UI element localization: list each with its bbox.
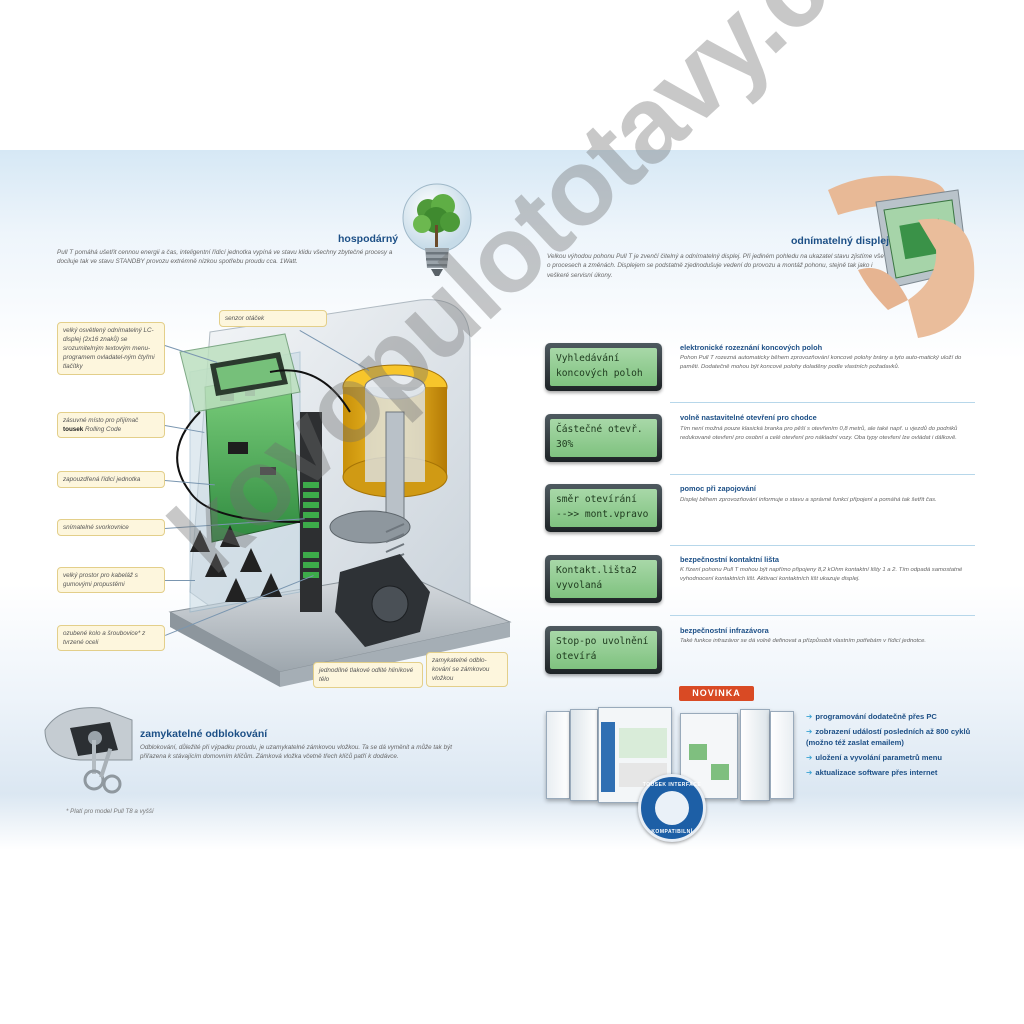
screen-content	[711, 764, 729, 780]
feature-title-1: elektronické rozeznání koncových poloh	[680, 343, 823, 352]
software-screen	[770, 711, 794, 799]
hands-holding-display-icon	[828, 175, 975, 338]
gate-motor-cutaway-illustration	[168, 299, 512, 687]
lcd-feature-2: Částečné otevř.30%	[545, 414, 662, 462]
leader-line	[165, 580, 195, 581]
callout-speed-sensor: senzor otáček	[219, 310, 327, 327]
callout-terminal-blocks: snímatelné svorkovnice	[57, 519, 165, 536]
novinka-badge: NOVINKA	[679, 686, 754, 701]
callout-control-unit: zapouzdřená řídicí jednotka	[57, 471, 165, 488]
software-screenshots	[546, 705, 796, 805]
background-band	[0, 150, 1024, 850]
callout-gear-wheel: ozubené kolo a šroubovice* z tvrzené oce…	[57, 625, 165, 651]
feature-title-5: bezpečnostní infrazávora	[680, 626, 769, 635]
software-screen	[546, 711, 570, 799]
seal-top-text: TOUSEK INTERFACE	[642, 782, 702, 788]
separator	[670, 402, 975, 403]
seal-inner	[655, 791, 689, 825]
callout-aluminium-body: jednodílné tlakové odlité hliníkové tělo	[313, 662, 423, 688]
bullet-item: ➔zobrazení událostí posledních až 800 cy…	[806, 727, 971, 747]
arrow-right-icon: ➔	[806, 768, 813, 777]
separator	[670, 545, 975, 546]
displej-text: Velkou výhodou pohonu Pull T je zvenčí č…	[547, 253, 884, 279]
screen-sidebar	[601, 722, 615, 792]
footnote: * Platí pro model Pull T8 a vyšší	[66, 808, 154, 815]
callout-lcd-display: velký osvětlený odnímatelný LC-displej (…	[57, 322, 165, 375]
software-screen	[598, 707, 672, 803]
software-screen	[740, 709, 770, 801]
lock-with-keys-icon	[44, 707, 133, 794]
arrow-right-icon: ➔	[806, 753, 813, 762]
lightbulb-tree-icon	[402, 183, 472, 276]
odblokovani-title: zamykatelné odblokování	[140, 728, 268, 740]
bullet-item: ➔aktualizace software přes internet	[806, 768, 938, 777]
feature-title-2: volně nastavitelné otevření pro chodce	[680, 413, 817, 422]
feature-text-2: Tím není možná pouze klasická branka pro…	[680, 426, 958, 441]
screen-content	[689, 744, 707, 760]
bullet-item: ➔programování dodatečně přes PC	[806, 712, 937, 721]
separator	[670, 474, 975, 475]
displej-title: odnímatelný displej	[791, 235, 890, 247]
feature-title-4: bezpečnostní kontaktní lišta	[680, 555, 779, 564]
compatibility-seal-icon: TOUSEK INTERFACE KOMPATIBILNÍ	[638, 774, 706, 842]
seal-bottom-text: KOMPATIBILNÍ	[651, 829, 693, 835]
feature-title-3: pomoc při zapojování	[680, 484, 756, 493]
callout-cable-space: velký prostor pro kabeláž s gumovými pro…	[57, 567, 165, 593]
odblokovani-text: Odblokování, důležité při výpadku proudu…	[140, 744, 452, 761]
hospodarny-title: hospodárný	[338, 233, 399, 245]
separator	[670, 615, 975, 616]
feature-text-4: K řízení pohonu Pull T mohou být napřímo…	[680, 567, 963, 582]
hospodarny-text: Pull T pomáhá ušetřit cennou energii a č…	[57, 249, 393, 266]
screen-content	[619, 728, 667, 758]
bullet-item: ➔uložení a vyvolání parametrů menu	[806, 753, 942, 762]
feature-text-3: Displej během zprovozňování informuje o …	[680, 497, 937, 503]
arrow-right-icon: ➔	[806, 712, 813, 721]
software-screen	[570, 709, 598, 801]
callout-lockable-release: zamykatelné odblo-kování se zámkovou vlo…	[426, 652, 508, 687]
feature-text-5: Také funkce infrazávor se dá volně defin…	[680, 638, 927, 644]
lcd-feature-3: směr otevírání-->> mont.vpravo	[545, 484, 662, 532]
feature-text-1: Pohon Pull T rozezná automaticky během z…	[680, 355, 962, 370]
arrow-right-icon: ➔	[806, 727, 813, 736]
